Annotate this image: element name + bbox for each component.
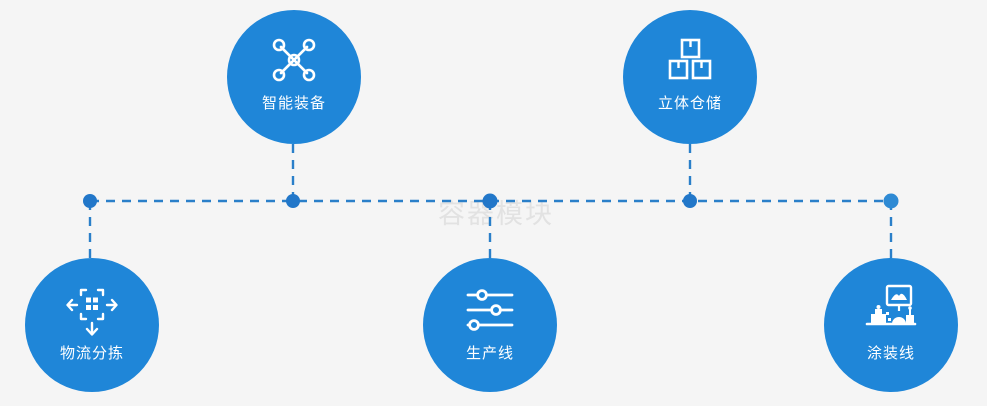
- node-label-smart-equipment: 智能装备: [261, 95, 326, 112]
- sliders-icon: [464, 284, 516, 336]
- node-sorting[interactable]: 物流分拣: [25, 258, 159, 392]
- junction-dot-smart: [286, 194, 300, 208]
- network-nodes-icon: [268, 34, 320, 86]
- junction-dot-warehouse: [683, 194, 697, 208]
- node-label-painting: 涂装线: [866, 345, 915, 362]
- junction-dot-production: [482, 193, 498, 209]
- node-label-production: 生产线: [465, 345, 514, 362]
- stacked-boxes-icon: [664, 34, 716, 86]
- junction-dot-sorting: [83, 194, 97, 208]
- node-painting[interactable]: 涂装线: [824, 258, 958, 392]
- factory-workshop-icon: [865, 284, 917, 336]
- sorting-arrows-icon: [66, 284, 118, 336]
- node-label-warehouse: 立体仓储: [657, 95, 722, 112]
- node-label-sorting: 物流分拣: [59, 345, 124, 362]
- node-smart-equipment[interactable]: 智能装备: [227, 10, 361, 144]
- node-warehouse[interactable]: 立体仓储: [623, 10, 757, 144]
- junction-dot-painting: [883, 193, 899, 209]
- node-production[interactable]: 生产线: [423, 258, 557, 392]
